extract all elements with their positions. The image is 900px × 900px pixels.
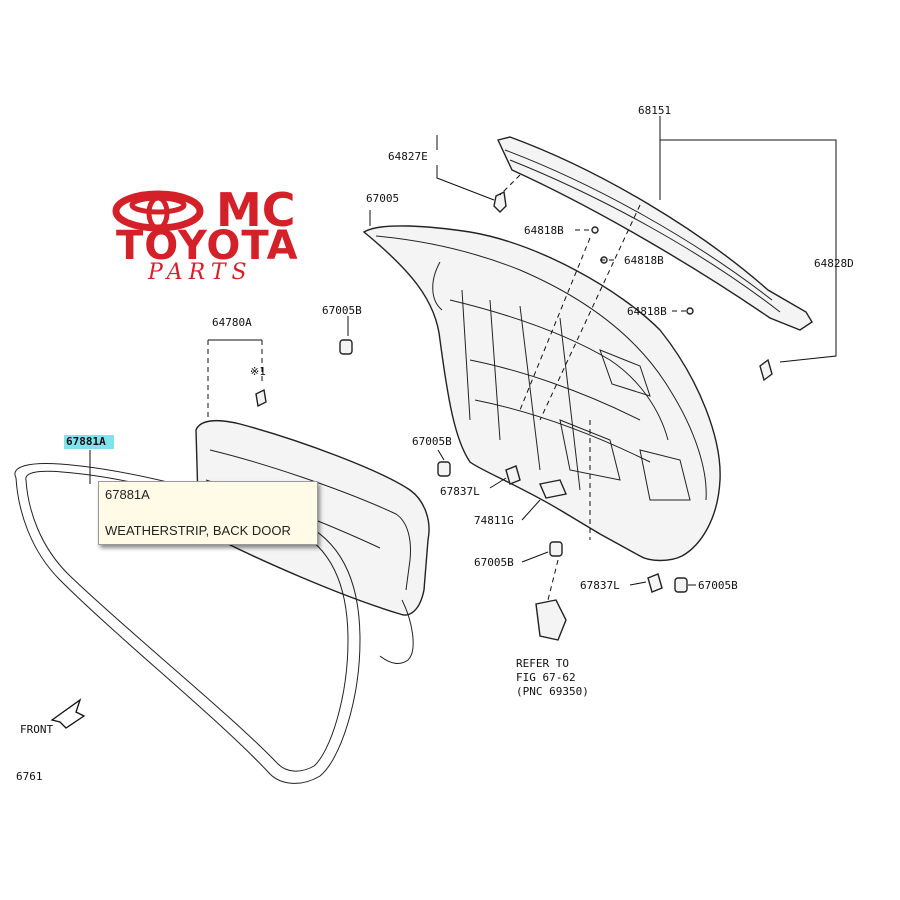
- label-64818B-2[interactable]: 64818B: [624, 254, 664, 267]
- label-front: FRONT: [20, 723, 53, 736]
- lock-assembly-icon: [535, 599, 567, 641]
- logo-toyota-text: TOYOTA: [116, 223, 299, 269]
- mc-toyota-parts-logo: MC TOYOTA PARTS: [112, 183, 299, 285]
- label-refer-line1: REFER TO: [516, 657, 569, 670]
- fastener-clips: [255, 190, 773, 641]
- label-refer-line3: (PNC 69350): [516, 685, 589, 698]
- logo-parts-text: PARTS: [147, 260, 253, 285]
- bumper-67005B-2-icon: [437, 461, 451, 477]
- label-67005B-1[interactable]: 67005B: [322, 304, 362, 317]
- clip-64828D-icon: [759, 358, 773, 382]
- clip-64818B-1-icon: [591, 226, 599, 234]
- part-tooltip: 67881A WEATHERSTRIP, BACK DOOR: [98, 481, 318, 545]
- emblem-74811G-icon: [539, 479, 567, 499]
- label-67837L-1[interactable]: 67837L: [440, 485, 480, 498]
- stopper-67837L-2-icon: [647, 573, 663, 593]
- label-top-cut: 68151: [638, 104, 671, 117]
- trunk-lid-drawing: [362, 225, 721, 562]
- leader-lines: [89, 116, 837, 601]
- label-page-code: 6761: [16, 770, 43, 783]
- label-refer-line2: FIG 67-62: [516, 671, 576, 684]
- label-67005[interactable]: 67005: [366, 192, 399, 205]
- logo-mc-text: MC: [216, 183, 296, 237]
- label-64828D[interactable]: 64828D: [814, 257, 854, 270]
- tooltip-description: WEATHERSTRIP, BACK DOOR: [105, 523, 291, 538]
- label-67837L-2[interactable]: 67837L: [580, 579, 620, 592]
- bumper-67005B-3-icon: [549, 541, 563, 557]
- label-64827E[interactable]: 64827E: [388, 150, 428, 163]
- highlighted-part-label: 67881A: [66, 435, 106, 448]
- rear-spoiler-drawing: [497, 136, 813, 331]
- toyota-emblem-icon: [112, 190, 204, 232]
- label-64780A[interactable]: 64780A: [212, 316, 252, 329]
- part-labels: 68151 64827E 67005 64818B 64818B 64818B …: [16, 104, 854, 783]
- label-74811G[interactable]: 74811G: [474, 514, 514, 527]
- label-67005B-4[interactable]: 67005B: [698, 579, 738, 592]
- clip-64780A-icon: [255, 388, 267, 408]
- stopper-67837L-1-icon: [505, 465, 521, 485]
- highlighted-part-67881A[interactable]: 67881A: [64, 435, 114, 449]
- label-64818B-1[interactable]: 64818B: [524, 224, 564, 237]
- bumper-67005B-1-icon: [339, 339, 353, 355]
- clip-64818B-3-icon: [686, 307, 694, 315]
- clip-64827E-icon: [493, 190, 507, 213]
- label-64818B-3[interactable]: 64818B: [627, 305, 667, 318]
- bumper-67005B-4-icon: [674, 577, 688, 593]
- label-67005B-2[interactable]: 67005B: [412, 435, 452, 448]
- front-arrow-icon: [50, 698, 86, 729]
- label-star1: ※1: [250, 365, 266, 378]
- tooltip-part-number: 67881A: [105, 487, 150, 502]
- label-67005B-3[interactable]: 67005B: [474, 556, 514, 569]
